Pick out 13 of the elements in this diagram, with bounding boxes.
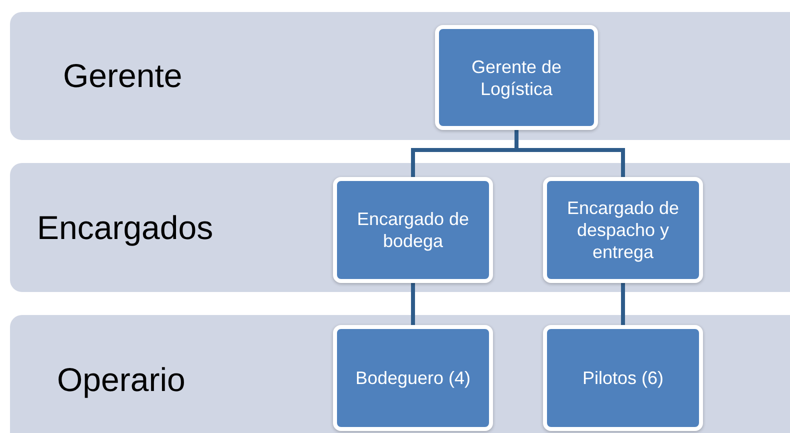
level-band [10,12,790,140]
level-band [10,163,790,292]
level-label: Encargados [37,208,214,248]
level-label: Operario [57,360,186,400]
level-band [10,315,790,433]
role-box: Encargado de despacho y entrega [543,177,703,283]
role-box: Encargado de bodega [333,177,493,283]
role-box: Gerente de Logística [435,25,598,130]
connector-line [621,281,625,327]
role-box: Bodeguero (4) [333,325,493,431]
level-label: Gerente [63,56,182,96]
role-box: Pilotos (6) [543,325,703,431]
connector-line [411,281,415,327]
